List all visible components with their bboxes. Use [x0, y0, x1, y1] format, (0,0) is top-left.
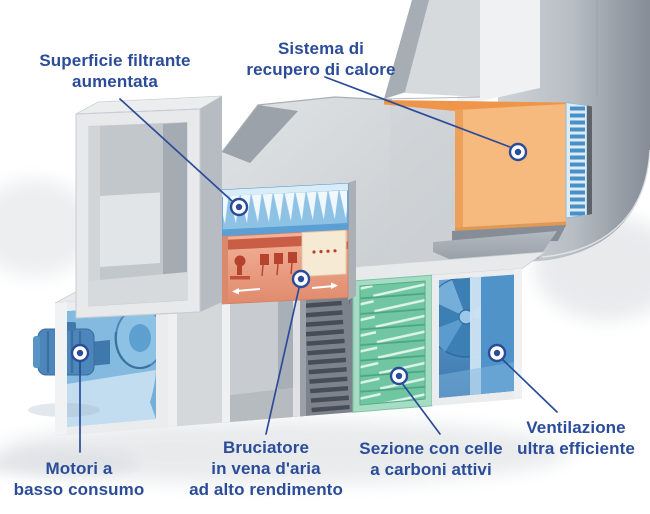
callout-line-ventilation [500, 357, 558, 413]
panel-section [168, 290, 222, 427]
callout-line-heat-recovery [324, 76, 511, 148]
callout-dot-burner [291, 269, 311, 289]
open-frame-box [75, 95, 223, 319]
filter-burner-box [221, 180, 356, 305]
control-box [301, 229, 347, 278]
label-line: basso consumo [13, 480, 145, 499]
label-burner: Bruciatore in vena d'aria ad alto rendim… [178, 437, 354, 500]
label-line: ad alto rendimento [189, 480, 343, 499]
label-line: Bruciatore [222, 438, 310, 457]
callout-dot-filter [229, 197, 249, 217]
label-ventilation: Ventilazione ultra efficiente [506, 417, 646, 459]
label-line: in vena d'aria [211, 459, 321, 478]
label-line: Sistema di [277, 39, 365, 58]
callout-line-burner [265, 287, 300, 435]
callout-line-filter [119, 98, 233, 202]
fan-section-left [28, 294, 168, 436]
label-line: Ventilazione [526, 418, 626, 437]
open-bay-section [222, 284, 300, 423]
callout-dot-motors [70, 343, 90, 363]
label-line: ultra efficiente [517, 439, 635, 458]
label-line: Superficie filtrante [39, 51, 191, 70]
label-line: aumentata [72, 72, 158, 91]
callout-dot-carbon [389, 366, 409, 386]
label-filter-surface: Superficie filtrante aumentata [24, 50, 206, 92]
supply-duct-top [383, 0, 540, 107]
burner-chamber [221, 229, 349, 305]
carbon-cells-section [352, 274, 433, 413]
label-line: Sezione con celle [359, 439, 503, 458]
rack-section [300, 281, 353, 417]
label-line: a carboni attivi [370, 460, 492, 479]
label-line: recupero di calore [246, 60, 396, 79]
callout-dot-heat-recovery [508, 142, 528, 162]
heat-exchanger-coil [565, 101, 592, 219]
label-heat-recovery: Sistema di recupero di calore [240, 38, 402, 80]
fan-section-right [432, 268, 522, 406]
callout-lines [79, 76, 558, 453]
label-motors: Motori a basso consumo [4, 458, 154, 500]
label-carbon-cells: Sezione con celle a carboni attivi [353, 438, 509, 480]
label-line: Motori a [45, 459, 113, 478]
callout-dots [70, 142, 528, 386]
callout-dot-ventilation [487, 343, 507, 363]
callout-line-carbon [401, 382, 441, 435]
filter-band [221, 182, 349, 238]
